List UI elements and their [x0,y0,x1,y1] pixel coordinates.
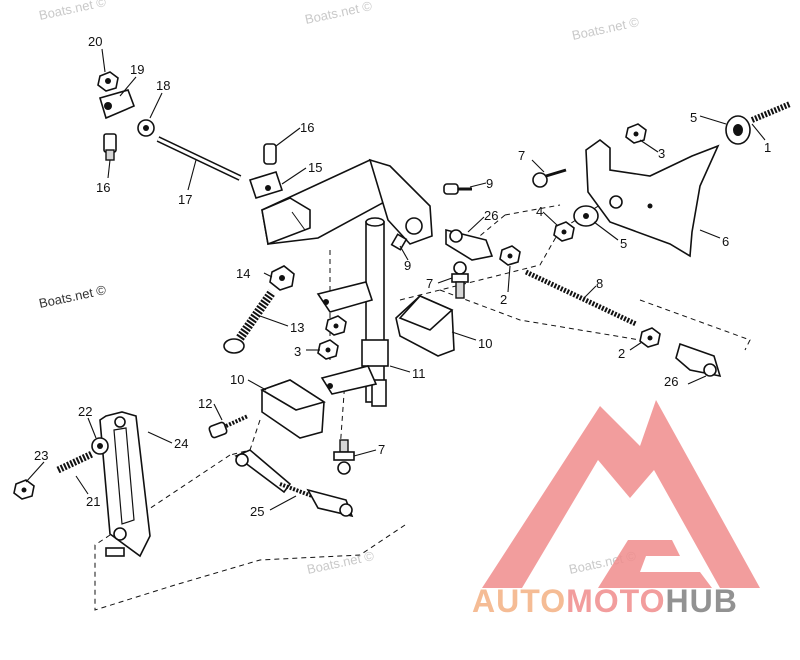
part-5-washer-top [725,115,751,145]
logo-word-hub: HUB [665,583,737,619]
shaft-arm [316,281,374,313]
part-20-nut [97,71,119,92]
logo-triangle [482,400,760,588]
callout-6: 6 [722,234,729,249]
callout-9-mid: 9 [404,258,411,273]
callout-26-right: 26 [664,374,678,389]
part-2-nut-bottom [639,327,661,348]
part-26-link-right [675,342,722,378]
part-26-link-top [445,228,494,261]
callout-5-top: 5 [690,110,697,125]
part-25-linkage [234,449,354,518]
callout-2-top: 2 [500,292,507,307]
callout-10-left: 10 [230,372,244,387]
callout-18: 18 [156,78,170,93]
callout-22: 22 [78,404,92,419]
callout-21: 21 [86,494,100,509]
part-2-nut-top [499,245,521,266]
callout-16-top: 16 [300,120,314,135]
part-9-pin-small [390,233,408,251]
part-13-screw [223,289,276,354]
automotohub-logo: AUTOMOTOHUB [472,400,760,619]
part-1-stud [750,101,792,123]
part-22-washer [91,437,109,455]
part-19-link-block [99,89,136,120]
callout-2-bottom: 2 [618,346,625,361]
part-21-spring [56,450,94,474]
callout-1: 1 [764,140,771,155]
callout-13: 13 [290,320,304,335]
callout-7-mid: 7 [426,276,433,291]
callout-10-right: 10 [478,336,492,351]
watermark-top-left: Boats.net © [38,0,108,23]
callout-11: 11 [412,366,426,381]
part-10-clamp-right [395,295,455,357]
callout-15: 15 [308,160,322,175]
watermark-left: Boats.net © [38,282,108,311]
part-3-nut-top [625,123,647,144]
part-4-nut [553,221,575,242]
logo-word-auto: AUTO [472,583,566,619]
callout-7-top: 7 [518,148,525,163]
part-15-block [248,171,284,199]
part-16-screw-top [263,143,277,165]
part-14-nut [269,265,295,291]
callout-7-bottom: 7 [378,442,385,457]
part-24-lever [99,411,151,558]
part-7-ballstud-mid [451,261,469,299]
part-18-washer [137,119,155,137]
part-8-threaded-rod [524,269,638,327]
callout-14: 14 [236,266,250,281]
callout-12: 12 [198,396,212,411]
part-23-nut [13,479,35,500]
callout-3-top: 3 [658,146,665,161]
part-5-washer-bottom [573,205,599,227]
shaft-lower-arm [320,365,378,395]
main-lever-arm [261,158,433,246]
watermark-top-right: Boats.net © [571,14,641,43]
part-11-shaft [361,217,389,407]
part-12-screw [208,414,249,439]
part-7-ballstud-bottom [333,439,355,475]
callout-8: 8 [596,276,603,291]
part-16-screw-left [103,133,117,161]
callout-9-top: 9 [486,176,493,191]
part-6-bracket [585,138,720,258]
callout-3-left: 3 [294,344,301,359]
callout-4: 4 [536,204,543,219]
callout-23: 23 [34,448,48,463]
part-10-clamp-left [260,379,326,439]
watermark-top-center: Boats.net © [304,0,374,27]
logo-inner-mark [598,540,712,588]
callout-19: 19 [130,62,144,77]
callout-26-top: 26 [484,208,498,223]
callout-25: 25 [250,504,264,519]
part-17-rod [156,136,242,181]
part-7-ballstud-top [532,168,567,188]
part-9-pin-top [443,183,472,195]
callout-17: 17 [178,192,192,207]
logo-word-moto: MOTO [566,583,665,619]
callout-20: 20 [88,34,102,49]
callout-5-bottom: 5 [620,236,627,251]
watermark-bottom-center: Boats.net © [306,548,376,577]
callout-16-left: 16 [96,180,110,195]
part-3-nut-left [325,315,347,336]
callout-labels: 20 19 18 16 17 16 15 9 26 7 3 5 1 4 5 6 … [34,34,771,519]
part-3-nut-left-lower [317,339,339,360]
svg-text:AUTOMOTOHUB: AUTOMOTOHUB [472,583,738,619]
leader-lines [25,48,766,511]
callout-24: 24 [174,436,188,451]
assembly-dashed-lines [94,179,751,611]
